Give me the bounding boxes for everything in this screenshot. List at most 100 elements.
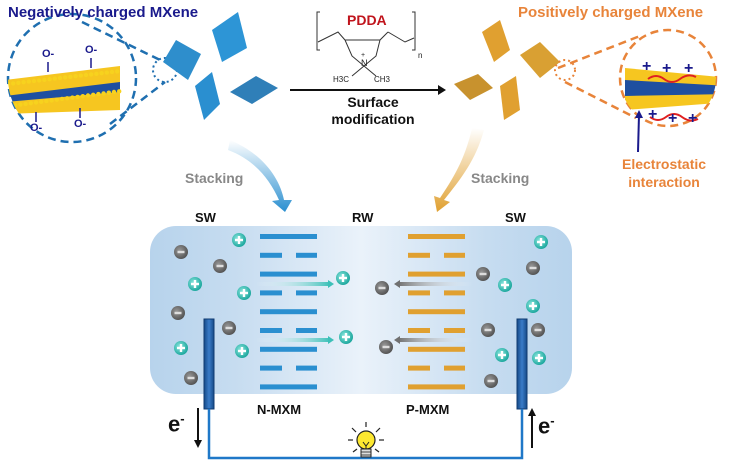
membrane-sheet-segment xyxy=(296,252,317,258)
anion-minus-icon xyxy=(379,340,393,354)
atom xyxy=(28,101,33,106)
positive-charge-label: + xyxy=(688,110,698,127)
membrane-sheet xyxy=(260,309,317,315)
pdda-label: PDDA xyxy=(347,12,387,28)
electron-charge: - xyxy=(550,413,555,428)
membrane-sheet-segment xyxy=(260,252,282,258)
atom xyxy=(57,75,63,81)
atom xyxy=(59,96,65,102)
negative-mxene-title: Negatively charged MXene xyxy=(8,4,199,21)
ion-layer xyxy=(171,233,548,388)
membrane-sheet-segment xyxy=(444,252,465,258)
atom xyxy=(54,97,59,102)
positive-mxene-flakes xyxy=(454,20,560,120)
atom xyxy=(37,78,42,83)
atom xyxy=(91,92,96,98)
p-mxm-label: P-MXM xyxy=(406,402,450,417)
external-circuit-wire xyxy=(207,409,524,460)
cation-plus-icon xyxy=(495,348,509,362)
electron-label-right: e- xyxy=(538,413,555,439)
membrane-sheet xyxy=(260,346,317,352)
atom xyxy=(52,76,57,81)
electron-label-left: e- xyxy=(168,411,185,437)
positive-charge-label: + xyxy=(642,58,652,75)
membrane-sheet xyxy=(408,384,465,390)
membrane-sheet xyxy=(408,309,465,315)
positive-charge-label: + xyxy=(684,60,694,77)
anion-minus-icon xyxy=(484,374,498,388)
atom xyxy=(65,96,70,101)
cation-plus-icon xyxy=(174,341,188,355)
surface-group-label: O- xyxy=(30,122,43,134)
atom xyxy=(78,73,84,78)
atom xyxy=(94,71,99,77)
atom xyxy=(31,78,37,84)
anion-minus-icon xyxy=(526,261,540,275)
anion-minus-icon xyxy=(531,323,545,337)
atom xyxy=(44,98,49,104)
atom xyxy=(83,72,89,78)
membrane-sheet-segment xyxy=(444,290,465,296)
atom xyxy=(16,80,21,86)
negative-mxene-flakes xyxy=(163,12,278,120)
pdda-methyl-left: H3C xyxy=(333,75,349,84)
atom xyxy=(18,102,23,107)
light-bulb-icon xyxy=(348,422,384,458)
negative-mxene-zoom xyxy=(6,12,178,144)
membrane-sheet-segment xyxy=(444,365,465,371)
cation-plus-icon xyxy=(339,330,353,344)
membrane-sheet-segment xyxy=(260,290,282,296)
atom xyxy=(39,99,44,105)
atom xyxy=(80,94,86,99)
oxygen-bonds xyxy=(35,58,92,122)
stacking-label-right: Stacking xyxy=(471,170,530,186)
membrane-sheet-segment xyxy=(444,328,465,333)
cation-plus-icon xyxy=(526,299,540,313)
atom xyxy=(115,69,120,74)
cation-plus-icon xyxy=(336,271,350,285)
electrolyte-tank xyxy=(150,226,572,394)
atom xyxy=(33,100,39,105)
stacking-arrow-left xyxy=(228,140,292,212)
surface-group-label: O- xyxy=(74,118,87,130)
atom xyxy=(85,93,91,98)
membrane-sheet xyxy=(408,271,465,277)
membrane-sheet-segment xyxy=(408,290,430,296)
atom xyxy=(96,91,101,97)
interaction-line2: interaction xyxy=(628,174,700,190)
atom xyxy=(49,98,54,103)
positive-mxene-title: Positively charged MXene xyxy=(518,4,704,21)
cation-plus-icon xyxy=(237,286,251,300)
cation-plus-icon xyxy=(235,344,249,358)
atom xyxy=(21,80,26,85)
atom xyxy=(73,74,78,79)
electrode-left xyxy=(203,318,215,410)
atom xyxy=(111,89,117,95)
electrode-right xyxy=(516,318,528,410)
membrane-sheet xyxy=(260,384,317,390)
electrostatic-interaction-label: Electrostatic interaction xyxy=(622,155,706,191)
anion-minus-icon xyxy=(476,267,490,281)
atom xyxy=(104,70,110,75)
atom xyxy=(47,77,52,82)
stacking-arrow-right xyxy=(434,128,484,212)
pdda-structure xyxy=(316,11,416,77)
surface-label-line1: Surface xyxy=(347,94,399,110)
mxene-layer-structure xyxy=(8,66,122,114)
electron-symbol: e xyxy=(168,411,181,437)
membrane-sheet-segment xyxy=(408,365,430,371)
anion-minus-icon xyxy=(184,371,198,385)
interaction-line1: Electrostatic xyxy=(622,156,707,172)
membrane-sheet xyxy=(408,234,465,239)
ion-migration-arrows xyxy=(256,280,472,344)
atom xyxy=(75,94,80,100)
surface-group-label: O- xyxy=(42,48,55,60)
atom xyxy=(109,69,115,75)
surface-group-label: O- xyxy=(85,44,98,56)
anion-minus-icon xyxy=(213,259,227,273)
atom xyxy=(106,90,112,95)
p-mxm-membrane xyxy=(408,234,465,390)
cation-plus-icon xyxy=(232,233,246,247)
membrane-sheet-segment xyxy=(260,365,282,371)
